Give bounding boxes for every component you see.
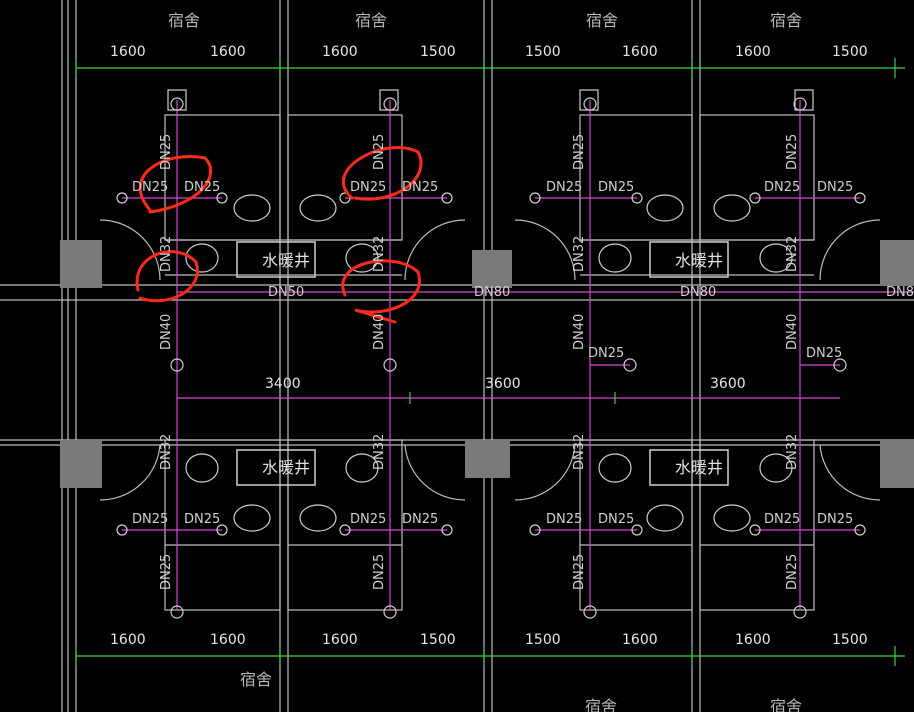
pipe-label: DN32	[785, 434, 800, 470]
shaft-label: 水暖井	[262, 251, 310, 270]
dimension-value: 1500	[420, 632, 456, 648]
shaft-label: 水暖井	[675, 458, 723, 477]
red-markup-circles	[135, 146, 423, 324]
pipe-label: DN32	[785, 236, 800, 272]
pipe-label: DN50	[268, 285, 304, 300]
dimension-value: 1600	[210, 44, 246, 60]
pipe-label: DN25	[817, 512, 853, 527]
pipe-label: DN25	[402, 512, 438, 527]
pipe-label: DN25	[598, 512, 634, 527]
pipe-endpoints	[116, 97, 866, 619]
dimension-value: 1600	[735, 44, 771, 60]
dimension-value: 1600	[622, 632, 658, 648]
dimension-value: 1600	[110, 44, 146, 60]
pipe-label: DN25	[546, 512, 582, 527]
dimension-value: 1500	[525, 44, 561, 60]
pipe-label: DN25	[159, 554, 174, 590]
pipe-label: DN80	[886, 285, 914, 300]
dimension-lines	[75, 58, 905, 666]
pipe-label: DN40	[785, 314, 800, 350]
shaft-labels: 水暖井 水暖井 水暖井 水暖井	[262, 251, 723, 477]
pipe-label: DN40	[159, 314, 174, 350]
pipe-label: DN25	[402, 180, 438, 195]
room-labels: 宿舍 宿舍 宿舍 宿舍 宿舍 宿舍 宿舍	[168, 11, 802, 712]
shaft-boxes	[236, 241, 729, 486]
pipe-label: DN32	[572, 434, 587, 470]
room-label: 宿舍	[355, 11, 387, 30]
room-label: 宿舍	[168, 11, 200, 30]
pipe-label: DN80	[680, 285, 716, 300]
shaft-label: 水暖井	[675, 251, 723, 270]
dimension-value: 1600	[110, 632, 146, 648]
pipe-label: DN25	[184, 180, 220, 195]
dimension-value: 1600	[322, 632, 358, 648]
room-label: 宿舍	[586, 11, 618, 30]
pipe-label: DN25	[350, 180, 386, 195]
dimension-value: 3400	[265, 376, 301, 392]
dimension-value: 1500	[525, 632, 561, 648]
room-label: 宿舍	[585, 697, 617, 712]
pipe-label: DN25	[372, 134, 387, 170]
bottom-dimension-values: 1600 1600 1600 1500 1500 1600 1600 1500	[110, 632, 868, 648]
pipe-label: DN25	[572, 554, 587, 590]
pipe-label: DN32	[572, 236, 587, 272]
shaft-label: 水暖井	[262, 458, 310, 477]
dimension-value: 1500	[832, 44, 868, 60]
columns	[60, 240, 914, 488]
dimension-value: 1500	[832, 632, 868, 648]
pipe-label: DN32	[372, 236, 387, 272]
pipe-label: DN40	[372, 314, 387, 350]
pipe-label: DN25	[572, 134, 587, 170]
pipe-label: DN25	[588, 346, 624, 361]
room-label: 宿舍	[240, 670, 272, 689]
pipe-label: DN80	[474, 285, 510, 300]
dimension-value: 3600	[485, 376, 521, 392]
room-label: 宿舍	[770, 11, 802, 30]
dimension-value: 1600	[622, 44, 658, 60]
pipe-label: DN25	[817, 180, 853, 195]
pipe-label: DN25	[350, 512, 386, 527]
top-dimension-values: 1600 1600 1600 1500 1500 1600 1600 1500	[110, 44, 868, 60]
pipe-label: DN25	[598, 180, 634, 195]
dimension-value: 1600	[735, 632, 771, 648]
room-label: 宿舍	[770, 697, 802, 712]
pipe-label: DN25	[372, 554, 387, 590]
pipe-label: DN25	[159, 134, 174, 170]
pipe-label: DN25	[764, 180, 800, 195]
dimension-value: 3600	[710, 376, 746, 392]
pipe-label: DN32	[159, 434, 174, 470]
pipe-label: DN32	[372, 434, 387, 470]
pipe-label: DN25	[806, 346, 842, 361]
dimension-value: 1600	[322, 44, 358, 60]
pipe-size-labels: DN25 DN25 DN25 DN25 DN25 DN25 DN25 DN25 …	[132, 134, 914, 590]
dimension-value: 1500	[420, 44, 456, 60]
pipe-label: DN32	[159, 236, 174, 272]
pipe-label: DN25	[132, 180, 168, 195]
dimension-value: 1600	[210, 632, 246, 648]
pipes	[122, 100, 914, 610]
pipe-label: DN25	[184, 512, 220, 527]
pipe-label: DN40	[572, 314, 587, 350]
pipe-label: DN25	[785, 134, 800, 170]
sanitary-fixtures	[167, 89, 814, 532]
pipe-label: DN25	[785, 554, 800, 590]
pipe-label: DN25	[132, 512, 168, 527]
pipe-label: DN25	[546, 180, 582, 195]
mid-dimension-values: 3400 3600 3600	[265, 376, 746, 392]
pipe-label: DN25	[764, 512, 800, 527]
